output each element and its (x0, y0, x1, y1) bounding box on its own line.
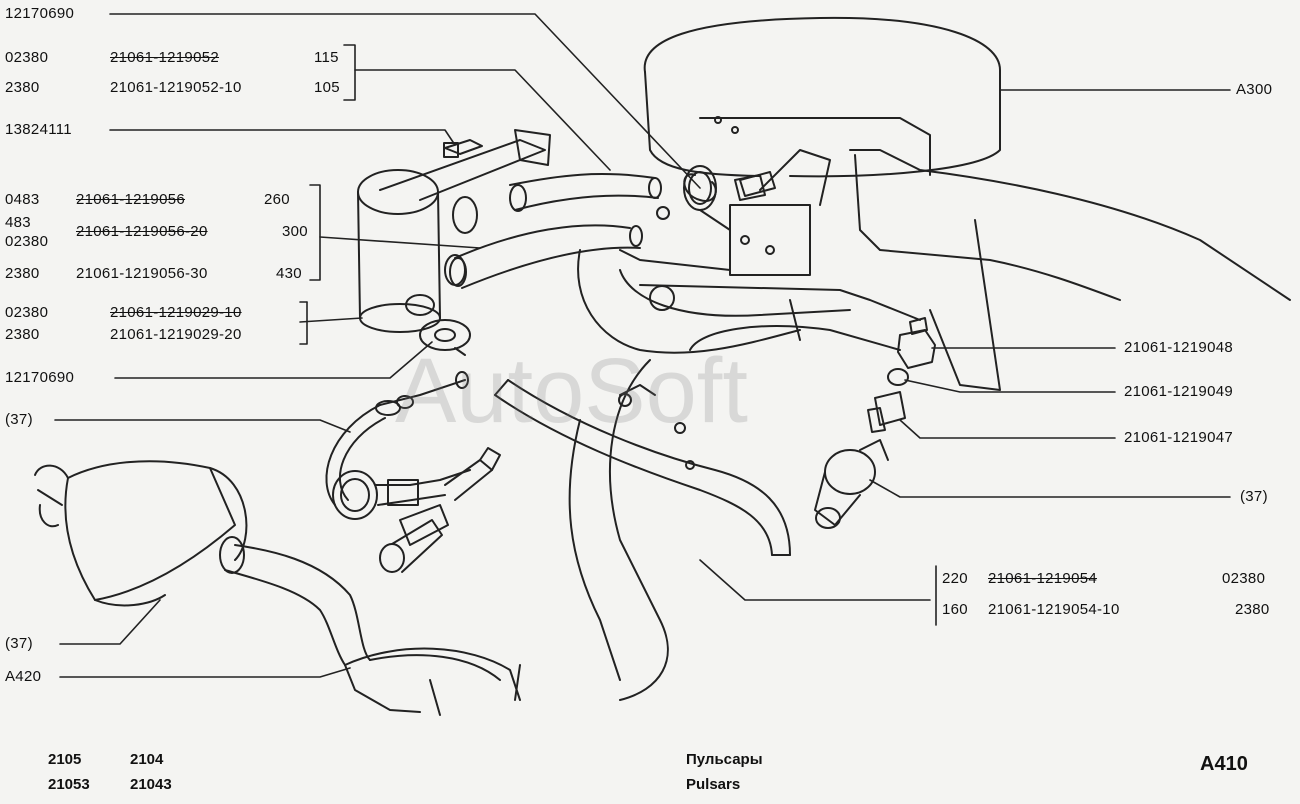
footer-model-2104: 2104 (130, 751, 164, 768)
label-grp-a-code2b: 02380 (5, 233, 49, 250)
long-lower-hose (494, 379, 791, 556)
label-grp-a-part1: 21061-1219056 (76, 191, 186, 208)
label-r-part1: 21061-1219048 (1124, 339, 1234, 356)
bolt (443, 139, 483, 158)
label-row2-code: 2380 (5, 79, 40, 96)
label-row1-part: 21061-1219052 (110, 49, 220, 66)
label-grp-b-code1: 02380 (5, 304, 49, 321)
label-ref37-left-low: (37) (5, 635, 33, 652)
footer-sheet-number: A410 (1200, 753, 1248, 775)
label-bolt-code: 13824111 (5, 121, 72, 138)
label-r-part3: 21061-1219047 (1124, 429, 1234, 446)
label-grp-a-part3: 21061-1219056-30 (76, 265, 208, 282)
air-filter-housing (643, 16, 1001, 178)
label-ref37-right: (37) (1240, 488, 1268, 505)
label-a300: A300 (1236, 81, 1273, 98)
label-br-code2: 2380 (1235, 601, 1270, 618)
label-top-left-code: 12170690 (5, 5, 75, 22)
label-row1-qty: 115 (314, 49, 339, 66)
footer-model-2105: 2105 (48, 751, 82, 768)
label-grp-a-part2: 21061-1219056-20 (76, 223, 208, 240)
footer-title-en: Pulsars (686, 776, 741, 793)
resonator-chamber (357, 129, 551, 333)
label-grp-b-part2: 21061-1219029-20 (110, 326, 242, 343)
muffler (34, 460, 371, 666)
label-br-part1: 21061-1219054 (988, 570, 1098, 587)
label-grp-a-qty2: 300 (282, 223, 308, 240)
label-grp-b-part1: 21061-1219029-10 (110, 304, 242, 321)
footer-model-21053: 21053 (48, 776, 90, 793)
footer-model-21043: 21043 (130, 776, 172, 793)
leader-lines (54, 13, 1231, 678)
label-row2-part: 21061-1219052-10 (110, 79, 242, 96)
label-ref37-left: (37) (5, 411, 33, 428)
label-br-code1: 02380 (1222, 570, 1266, 587)
label-grp-b-code2: 2380 (5, 326, 40, 343)
right-fittings (618, 317, 936, 529)
label-grp-a-qty1: 260 (264, 191, 290, 208)
label-grp-a-code1: 0483 (5, 191, 40, 208)
footer-title-ru: Пульсары (686, 751, 763, 768)
upper-hoses (449, 165, 776, 289)
label-br-qty2: 160 (942, 601, 968, 618)
label-a420: A420 (5, 668, 42, 685)
label-br-qty1: 220 (942, 570, 968, 587)
label-row1-code: 02380 (5, 49, 49, 66)
label-br-part2: 21061-1219054-10 (988, 601, 1120, 618)
label-r-part2: 21061-1219049 (1124, 383, 1234, 400)
label-grp-a-code3: 2380 (5, 265, 40, 282)
clamp-ring (419, 319, 471, 356)
label-row2-qty: 105 (314, 79, 340, 96)
label-clamp-code: 12170690 (5, 369, 75, 386)
tube-assembly (325, 371, 501, 573)
carburetor (619, 149, 921, 341)
exhaust-pipe (344, 647, 521, 716)
watermark: AutoSoft (395, 340, 748, 442)
label-grp-a-code2a: 483 (5, 214, 31, 231)
label-grp-a-qty3: 430 (276, 265, 302, 282)
